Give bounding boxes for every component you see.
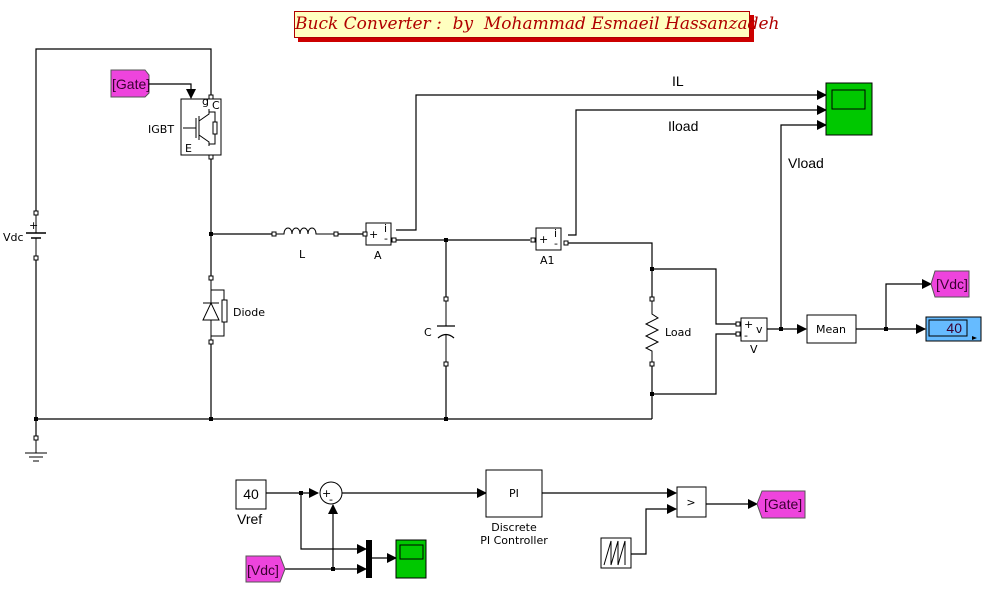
scope-top[interactable]: [825, 82, 873, 136]
svg-text:i: i: [384, 222, 387, 235]
wire-vm-minus: [652, 333, 737, 395]
vdc-goto-tag[interactable]: [Vdc]: [930, 270, 970, 298]
load-label: Load: [665, 326, 691, 339]
voltmeter-label: V: [750, 343, 758, 356]
svg-text:+: +: [539, 233, 548, 246]
svg-text:[Gate]: [Gate]: [112, 76, 150, 92]
svg-text:Mean: Mean: [816, 323, 846, 336]
compare-block[interactable]: >: [676, 486, 707, 518]
display-value: 40: [946, 320, 962, 336]
svg-text:+: +: [369, 228, 378, 241]
vdc-from-tag[interactable]: [Vdc]: [245, 555, 286, 583]
pi-controller[interactable]: PI Discrete PI Controller: [480, 469, 548, 547]
wire-a1-to-load: [568, 242, 653, 298]
mean-block[interactable]: Mean: [806, 314, 857, 344]
diode-label: Diode: [233, 306, 265, 319]
vref-constant[interactable]: 40 Vref: [235, 479, 267, 527]
svg-text:[Vdc]: [Vdc]: [936, 276, 968, 292]
igbt-pin-e: E: [185, 142, 192, 155]
svg-text:+: +: [744, 318, 753, 331]
pi-label-line1: Discrete: [491, 521, 537, 534]
power-wires: [35, 48, 737, 437]
capacitor-label: C: [424, 326, 432, 339]
ground-icon: [25, 435, 47, 462]
gate-goto-tag[interactable]: [Gate]: [756, 490, 806, 519]
signal-wires: [396, 90, 932, 334]
load-resistor[interactable]: Load: [644, 296, 691, 367]
signal-vload: [780, 120, 827, 329]
svg-text:-: -: [384, 232, 388, 245]
wire-saw-compare: [631, 504, 677, 555]
signal-iload: [568, 105, 827, 236]
svg-text:v: v: [756, 323, 763, 336]
svg-text:-: -: [554, 237, 558, 250]
signal-label-vload: Vload: [788, 155, 824, 171]
voltmeter-v[interactable]: + - v V: [735, 317, 768, 356]
inductor-label: L: [299, 248, 306, 261]
igbt-pin-g: g: [202, 95, 209, 108]
signal-il: [396, 90, 827, 231]
pi-label-line2: PI Controller: [480, 534, 548, 547]
ammeter-a[interactable]: + i - A: [362, 222, 397, 262]
display-block[interactable]: 40: [925, 316, 982, 342]
svg-text:+: +: [322, 487, 331, 500]
svg-text:PI: PI: [509, 487, 519, 500]
capacitor[interactable]: C: [424, 296, 455, 367]
vdc-source[interactable]: + Vdc: [3, 210, 46, 261]
svg-text:-: -: [329, 493, 333, 506]
signal-label-il: IL: [672, 73, 684, 89]
svg-text:>: >: [686, 496, 695, 509]
igbt-switch[interactable]: E g C IGBT: [148, 94, 222, 160]
svg-text:[Vdc]: [Vdc]: [247, 562, 279, 578]
gate-from-tag[interactable]: [Gate]: [110, 69, 196, 99]
igbt-label: IGBT: [148, 123, 174, 136]
signal-mean-to-vdc: [885, 279, 932, 329]
wire-vm-plus: [652, 268, 737, 325]
vref-value: 40: [243, 486, 259, 502]
igbt-pin-c: C: [212, 99, 220, 112]
ammeter-a-label: A: [374, 249, 382, 262]
control-wires: [266, 488, 758, 574]
junctions: [34, 232, 888, 571]
signal-label-iload: Iload: [668, 118, 698, 134]
ammeter-a1-label: A1: [540, 254, 555, 267]
sawtooth-generator[interactable]: [600, 537, 632, 569]
wire-vdc-top: [35, 48, 212, 213]
ammeter-a1[interactable]: + i - A1: [530, 227, 569, 267]
svg-text:-: -: [744, 329, 748, 342]
diode[interactable]: Diode: [202, 275, 265, 345]
vdc-plus-sign: +: [29, 219, 38, 232]
inductor[interactable]: L: [271, 227, 339, 261]
vref-label: Vref: [237, 511, 262, 527]
svg-text:i: i: [554, 227, 557, 240]
mux-block[interactable]: [366, 540, 372, 578]
wire-vref-mux: [300, 493, 367, 554]
vdc-label: Vdc: [3, 231, 24, 244]
svg-text:[Gate]: [Gate]: [764, 496, 802, 512]
scope-bottom[interactable]: [395, 539, 427, 579]
sum-block[interactable]: + -: [319, 481, 343, 506]
